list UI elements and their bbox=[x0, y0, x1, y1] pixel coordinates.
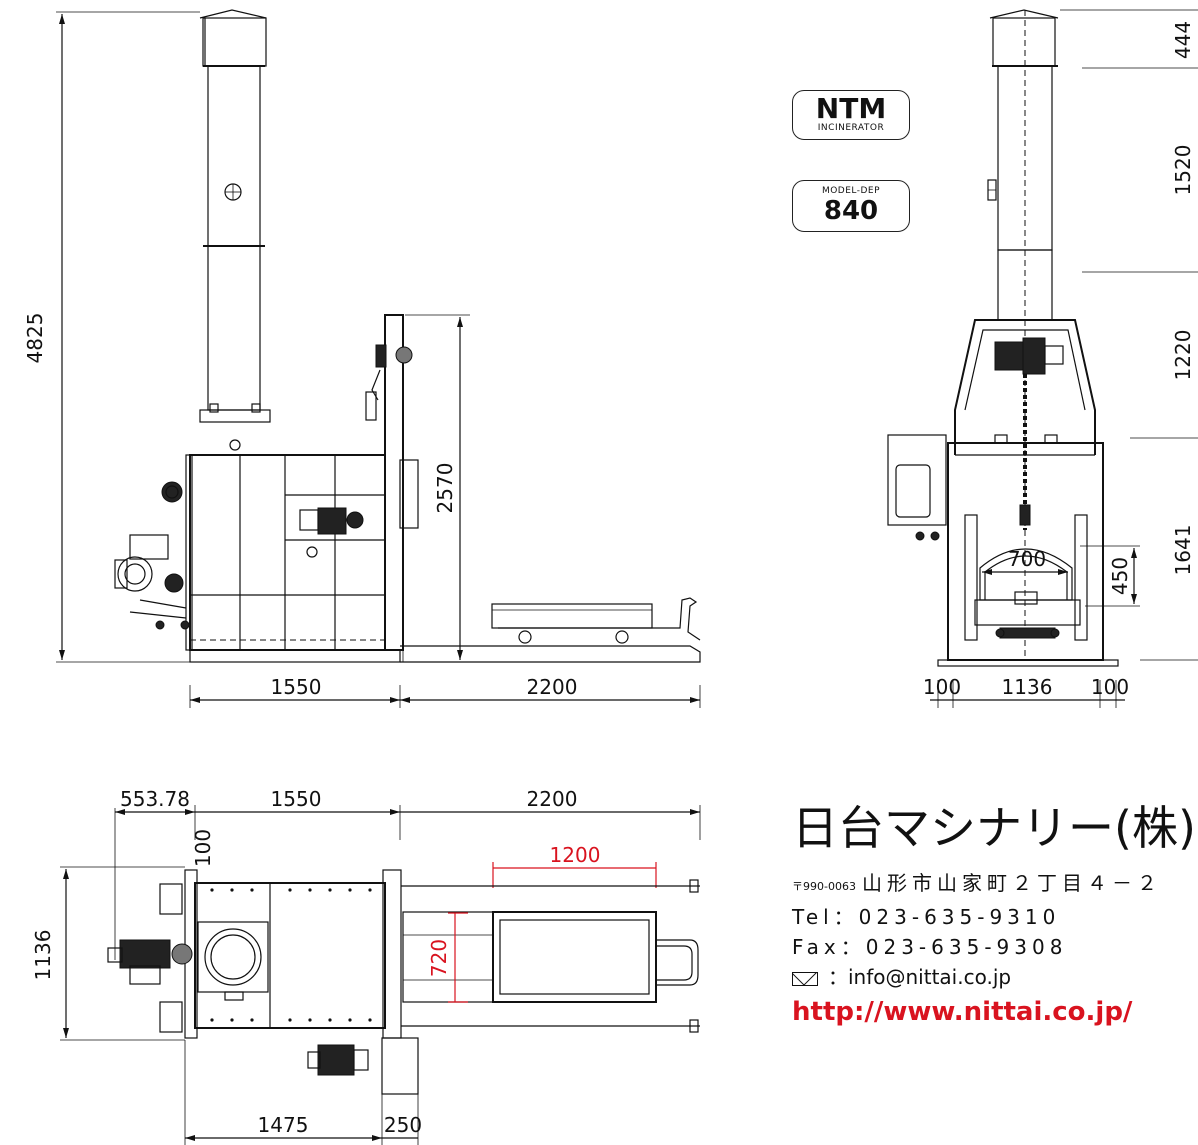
dim-body: 1641 bbox=[1171, 525, 1195, 576]
company-info: 日台マシナリー(株) 〒990-0063 山形市山家町２丁目４－２ Tel：023… bbox=[792, 800, 1198, 1030]
dim-depth: 1136 bbox=[31, 930, 55, 981]
company-email-line: ：info@nittai.co.jp bbox=[792, 962, 1198, 992]
dim-base-width: 1550 bbox=[271, 675, 322, 699]
company-tel: Tel：023-635-9310 bbox=[792, 905, 1061, 929]
dim-bottom-b: 250 bbox=[384, 1113, 422, 1137]
dim-body-width: 1550 bbox=[271, 787, 322, 811]
side-view: 700 450 444 1520 1220 1641 100 1136 100 bbox=[887, 9, 1198, 708]
dim-chimney: 1520 bbox=[1171, 145, 1195, 196]
dim-door-width: 700 bbox=[1008, 547, 1046, 571]
dim-rail-length: 2200 bbox=[527, 675, 578, 699]
dim-rail-gauge: 720 bbox=[427, 939, 451, 977]
dim-frame-height: 2570 bbox=[433, 463, 457, 514]
dim-hoist: 1220 bbox=[1171, 330, 1195, 381]
mail-icon bbox=[792, 971, 818, 986]
dim-cart-width: 1200 bbox=[550, 843, 601, 867]
model-badge: MODEL-DEP 840 bbox=[792, 180, 910, 232]
badge-model-label: MODEL-DEP bbox=[821, 186, 881, 196]
dim-left-margin: 100 bbox=[923, 675, 961, 699]
dim-offset: 553.78 bbox=[120, 787, 190, 811]
dim-door-height: 450 bbox=[1108, 557, 1132, 595]
company-name: 日台マシナリー(株) bbox=[792, 801, 1196, 855]
company-address: 山形市山家町２丁目４－２ bbox=[861, 871, 1162, 895]
dim-bottom-a: 1475 bbox=[258, 1113, 309, 1137]
dim-top: 444 bbox=[1171, 21, 1195, 59]
badge-ntm-title: NTM bbox=[815, 92, 887, 125]
dim-right-margin: 100 bbox=[1091, 675, 1129, 699]
company-zip: 〒990-0063 bbox=[792, 880, 856, 893]
ntm-incinerator-badge: NTM INCINERATOR bbox=[792, 90, 910, 140]
badge-model-number: 840 bbox=[823, 196, 879, 226]
dim-top-margin: 100 bbox=[191, 829, 215, 867]
dim-total-height: 4825 bbox=[23, 313, 47, 364]
front-view: 4825 bbox=[23, 9, 701, 708]
company-fax: Fax：023-635-9308 bbox=[792, 935, 1068, 959]
company-address-line: 〒990-0063 山形市山家町２丁目４－２ bbox=[792, 868, 1198, 902]
badge-ntm-subtitle: INCINERATOR bbox=[817, 123, 885, 133]
plan-view: 553.78 1550 2200 1200 100 1136 bbox=[31, 787, 701, 1145]
company-url[interactable]: http://www.nittai.co.jp/ bbox=[792, 997, 1133, 1027]
company-email[interactable]: ：info@nittai.co.jp bbox=[828, 965, 1012, 989]
dim-plan-rail-length: 2200 bbox=[527, 787, 578, 811]
dim-width: 1136 bbox=[1002, 675, 1053, 699]
